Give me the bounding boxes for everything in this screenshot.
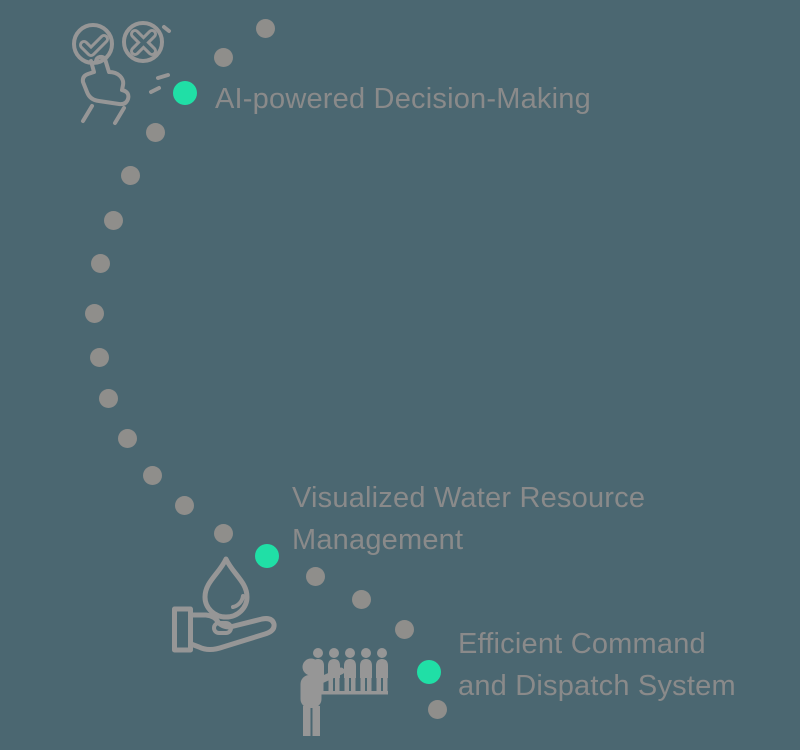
label-line: Efficient Command [458, 628, 706, 660]
trail-dot [142, 465, 162, 485]
team-command-icon [294, 644, 398, 738]
label-line: Management [292, 524, 464, 556]
milestone-dot [417, 660, 441, 684]
label-line: AI-powered Decision-Making [215, 83, 591, 115]
trail-dot [351, 589, 371, 609]
trail-dot [89, 347, 109, 367]
trail-dot [84, 303, 104, 323]
trail-dot [213, 523, 233, 543]
water-drop-in-hand-icon [168, 552, 286, 658]
trail-dot [427, 699, 447, 719]
trail-dot [120, 165, 140, 185]
decision-approve-reject-hand-icon [58, 14, 174, 140]
trail-dot [213, 47, 233, 67]
trail-dot [117, 428, 137, 448]
label-line: and Dispatch System [458, 670, 736, 702]
milestone-label-ai-decision: AI-powered Decision-Making [215, 78, 591, 120]
milestone-label-water-resource: Visualized Water Resource Management [292, 477, 645, 561]
trail-dot [255, 18, 275, 38]
trail-dot [90, 253, 110, 273]
trail-dot [98, 388, 118, 408]
trail-dot [145, 122, 165, 142]
milestone-label-command-dispatch: Efficient Command and Dispatch System [458, 623, 736, 707]
trail-dot [103, 210, 123, 230]
label-line: Visualized Water Resource [292, 482, 646, 514]
trail-dot [174, 495, 194, 515]
milestone-dot [173, 81, 197, 105]
trail-dot [394, 619, 414, 639]
milestone-dot [255, 544, 279, 568]
trail-dot [305, 566, 325, 586]
